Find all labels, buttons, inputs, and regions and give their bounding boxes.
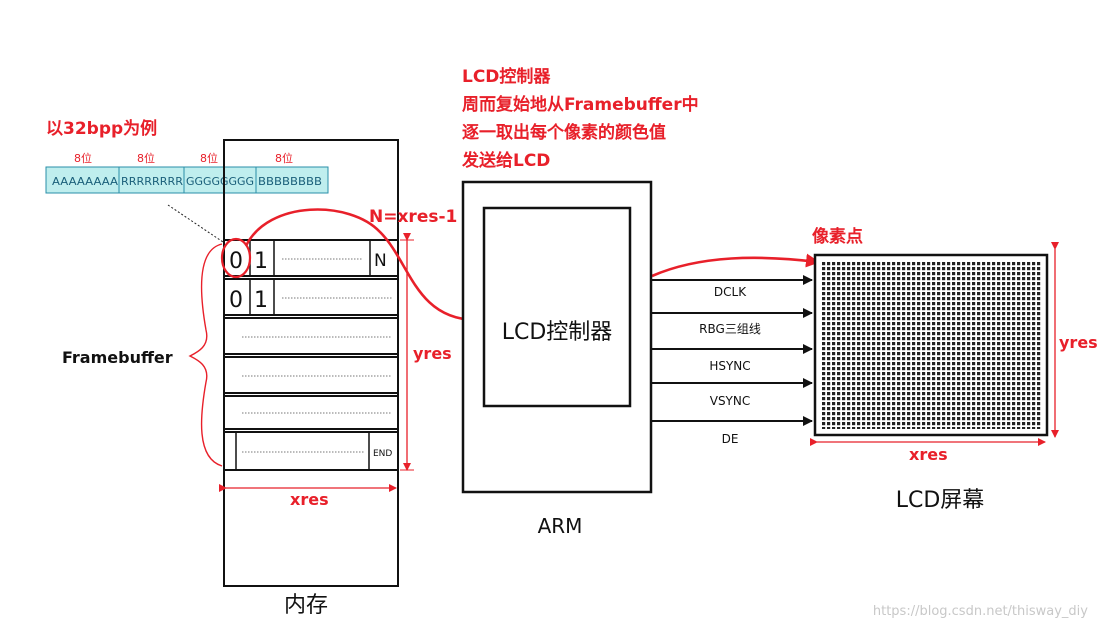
framebuffer-row [223, 431, 399, 471]
lcd-controller-box [482, 206, 632, 408]
memory-block: 0 1 N 0 1 END Framebuffer yres x [62, 139, 452, 618]
pixel-index-n: N [374, 251, 387, 271]
framebuffer-label: Framebuffer [62, 348, 173, 367]
pixel-index-0: 0 [229, 249, 243, 274]
watermark: https://blog.csdn.net/thisway_diy [873, 604, 1088, 619]
output-flow-arrow [651, 253, 820, 278]
pixel-format-title: 以32bpp为例 [46, 118, 157, 139]
pixel-index-1: 1 [254, 288, 268, 313]
framebuffer-row [223, 278, 399, 316]
signal-label-de: DE [722, 432, 739, 446]
data-flow: N=xres-1 [220, 207, 820, 327]
channel-blue-bits: BBBBBBBB [258, 176, 322, 188]
controller-note-line: 周而复始地从Framebuffer中 [462, 94, 699, 115]
n-annotation: N=xres-1 [369, 207, 457, 227]
end-label: END [373, 449, 392, 459]
bit-label-alpha: 8位 [74, 151, 92, 165]
mem-yres-label: yres [413, 344, 452, 363]
pixel-pointer-dotted [167, 204, 227, 245]
signal-label-dclk: DCLK [714, 285, 747, 299]
screen-yres-label: yres [1059, 333, 1098, 352]
bit-label-green: 8位 [200, 151, 218, 165]
framebuffer-brace [188, 243, 223, 467]
arm-caption: ARM [538, 514, 583, 538]
signal-label-vsync: VSYNC [710, 394, 751, 408]
first-pixel-highlight [220, 237, 252, 279]
controller-note-line: 发送给LCD [461, 150, 550, 171]
fetch-flow-arrow [244, 208, 476, 327]
lcd-controller-label: LCD控制器 [502, 320, 613, 345]
lcd-screen: 像素点 yres xres LCD屏幕 [810, 226, 1098, 513]
channel-alpha-bits: AAAAAAAA [52, 176, 119, 188]
pixel-index-0: 0 [229, 288, 243, 313]
lcd-pixel-grid [821, 261, 1041, 429]
framebuffer-row [223, 239, 399, 277]
channel-green-bits: GGGGGGGG [186, 176, 254, 188]
pixel-format-group: 以32bpp为例 8位 8位 8位 8位 AAAAAAAA RRRRRRRR G… [45, 118, 329, 245]
pixel-point-label: 像素点 [812, 226, 863, 247]
pixel-index-1: 1 [254, 249, 268, 274]
signal-lines: DCLK RBG三组线 HSYNC VSYNC DE [651, 275, 813, 446]
framebuffer-row [223, 317, 399, 355]
controller-note-line: LCD控制器 [462, 66, 551, 87]
signal-label-rgb: RBG三组线 [699, 322, 761, 336]
arm-block: LCD控制器 ARM [461, 180, 653, 538]
framebuffer-row [223, 356, 399, 394]
screen-xres-label: xres [909, 445, 948, 464]
controller-note-line: 逐一取出每个像素的颜色值 [462, 122, 666, 143]
controller-note: LCD控制器 周而复始地从Framebuffer中 逐一取出每个像素的颜色值 发… [461, 66, 699, 171]
memory-caption: 内存 [284, 593, 328, 618]
lcd-screen-caption: LCD屏幕 [896, 488, 985, 513]
bit-label-blue: 8位 [275, 151, 293, 165]
signal-label-hsync: HSYNC [709, 359, 750, 373]
pixel-bit-band [45, 166, 329, 194]
channel-red-bits: RRRRRRRR [121, 176, 183, 188]
bit-label-red: 8位 [137, 151, 155, 165]
mem-xres-label: xres [290, 490, 329, 509]
